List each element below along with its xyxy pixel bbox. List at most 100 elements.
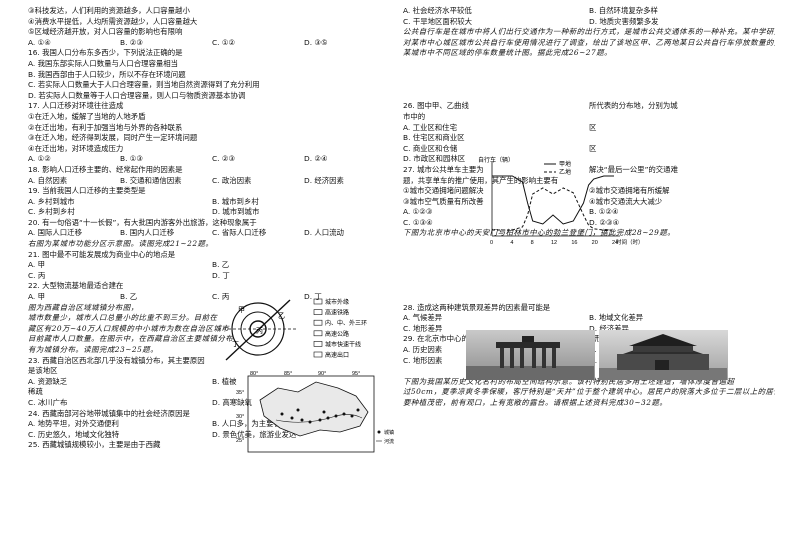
option-row: C. ①③④ D. ②③④ bbox=[403, 218, 775, 229]
option: C. 丙 bbox=[28, 270, 46, 280]
label-ding: 丁 bbox=[232, 340, 239, 348]
legend-swatch bbox=[313, 298, 323, 305]
option: D. 城市到城市 bbox=[212, 207, 260, 217]
tibet-map-figure: 80°85°90°95°35°30°25° 城镇河流 bbox=[236, 370, 396, 456]
option: B. 地域文化差异 bbox=[589, 313, 644, 323]
text-line: 16. 我国人口分布东多西少，下列说法正确的是 bbox=[28, 48, 183, 58]
text-line: D. 市政区和园林区 bbox=[403, 154, 466, 164]
photo-strip bbox=[466, 330, 728, 380]
option: D. ③⑤ bbox=[304, 37, 328, 47]
longitude-tick: 95° bbox=[352, 371, 360, 377]
option: C. ①③④ bbox=[403, 217, 433, 227]
town-dot bbox=[296, 408, 300, 412]
option-row: B. 住宅区和商业区 bbox=[403, 133, 775, 144]
option: B. 自然环境复杂多样 bbox=[589, 6, 658, 15]
option: C. 干旱地区面积较大 bbox=[403, 16, 472, 26]
legend-swatch bbox=[313, 330, 323, 337]
option: A. 气候差异 bbox=[403, 313, 443, 323]
town-dot bbox=[300, 418, 304, 422]
legend-series-name: 甲地 bbox=[559, 160, 571, 168]
option: B. 城市到乡村 bbox=[212, 196, 259, 206]
option: D. 经济差异 bbox=[589, 323, 629, 333]
option: 27. 城市公共单车主要为 bbox=[403, 164, 484, 174]
legend-town-symbol bbox=[377, 430, 381, 434]
text-line: 过50cm，夏季凉爽冬季保暖，客厅特别是“天井”位于整个建筑中心。居民户的院落大… bbox=[403, 387, 775, 397]
text-line: ②在迁出地，有利于加强当地与外界的各种联系 bbox=[28, 122, 183, 132]
text-line: 题，共享单车的推广使用，其产生的影响主要有 bbox=[403, 175, 559, 185]
series-line-jia bbox=[492, 175, 614, 225]
series-line-yi bbox=[492, 187, 614, 231]
legend-label: 高速铁路 bbox=[325, 309, 349, 317]
option: 所代表的分布地，分别为城 bbox=[589, 101, 678, 111]
town-dot bbox=[290, 416, 294, 420]
towns-layer bbox=[280, 408, 360, 424]
option: A. 地势平坦，对外交通便利 bbox=[28, 419, 119, 429]
text-line: 目前藏市人口数量。在图示中，在西藏自治区主要城镇分布 bbox=[28, 334, 234, 344]
option: C. 冰川广布 bbox=[28, 397, 68, 407]
option: D. ②③④ bbox=[589, 217, 620, 227]
text-line: ④消费水平提低，人均所需资源越少，人口容量越大 bbox=[28, 16, 198, 26]
option-row: C. 冰川广布 D. 高寒缺氧 bbox=[28, 398, 396, 409]
text-line: 25. 西藏城镇规模较小，主要是由于西藏 bbox=[28, 440, 161, 450]
option: A. 工业区和住宅 bbox=[403, 122, 457, 132]
option: 区 bbox=[589, 143, 597, 153]
option: C. ①② bbox=[212, 37, 236, 47]
option bbox=[589, 112, 682, 123]
text-line: 18. 影响人口迁移主要的、经常起作用的因素是 bbox=[28, 164, 183, 174]
option: D. 人口流动 bbox=[304, 228, 344, 238]
text-line: 图为西藏自治区域城镇分布图， bbox=[28, 302, 139, 312]
option: D. ②④ bbox=[304, 154, 328, 164]
option: B. 住宅区和商业区 bbox=[403, 133, 465, 143]
label-yi: 乙 bbox=[278, 312, 285, 320]
option-row: 市中的 bbox=[403, 112, 775, 123]
legend-swatch bbox=[313, 309, 323, 315]
text-line: B. 我国西部由于人口较少，所以不存在环境问题 bbox=[28, 69, 186, 79]
text-line bbox=[403, 281, 775, 292]
option: 区 bbox=[589, 122, 597, 132]
text-line bbox=[403, 91, 775, 102]
longitude-tick: 85° bbox=[284, 371, 292, 377]
option-row: C. 乡村到乡村 D. 城市到城市 bbox=[28, 207, 396, 218]
option: A. 资源缺乏 bbox=[28, 376, 68, 386]
text-line: C. 若实际人口数量大于人口合理容量，则当地自然资源得到了充分利用 bbox=[28, 80, 260, 90]
option: B. ①②④ bbox=[589, 207, 619, 217]
y-axis-label: 自行车（辆） bbox=[478, 156, 514, 164]
town-dot bbox=[334, 414, 338, 418]
text-line: A. 我国东部实际人口数量与人口合理容量相当 bbox=[28, 58, 179, 68]
option: B. 交通和通信因素 bbox=[120, 175, 182, 185]
option: A. 甲 bbox=[28, 292, 46, 302]
option: A. 国际人口迁移 bbox=[28, 228, 82, 238]
text-line bbox=[403, 292, 775, 303]
x-tick-label: 8 bbox=[531, 240, 534, 246]
option: B. ①③ bbox=[120, 154, 144, 164]
text-line: 右图为某城市功能分区示意图。读图完成21~22题。 bbox=[28, 239, 214, 249]
option: D. 高寒缺氧 bbox=[212, 397, 252, 407]
option: C. 政治因素 bbox=[212, 175, 252, 185]
option bbox=[496, 101, 589, 112]
option bbox=[496, 112, 589, 123]
text-line: 某城市中不同区域的停车数量统计图。据此完成26~27题。 bbox=[403, 48, 612, 58]
x-tick-label: 0 bbox=[490, 240, 493, 246]
option: C. 乡村到乡村 bbox=[28, 207, 75, 217]
city-zoning-figure: 甲 乙 丙 丁 城市外缘高速铁路内、中、外三环高速公路城市快速干线高速出口 bbox=[218, 296, 368, 368]
option: B. 国内人口迁移 bbox=[120, 228, 175, 238]
text-line: 藏区有20万~40万人口规模的中小城市为数在自治区城市 bbox=[28, 323, 230, 333]
text-line bbox=[403, 70, 775, 81]
town-dot bbox=[356, 408, 360, 412]
text-line: 要种植茂密，前有观口，上有宽敞的露台。请根据上述资料完成30~32题。 bbox=[403, 397, 668, 407]
label-jia: 甲 bbox=[238, 306, 245, 314]
option: 26. 图中甲、乙曲线 bbox=[403, 101, 469, 111]
option: ④城市交通流大大减少 bbox=[589, 196, 663, 206]
